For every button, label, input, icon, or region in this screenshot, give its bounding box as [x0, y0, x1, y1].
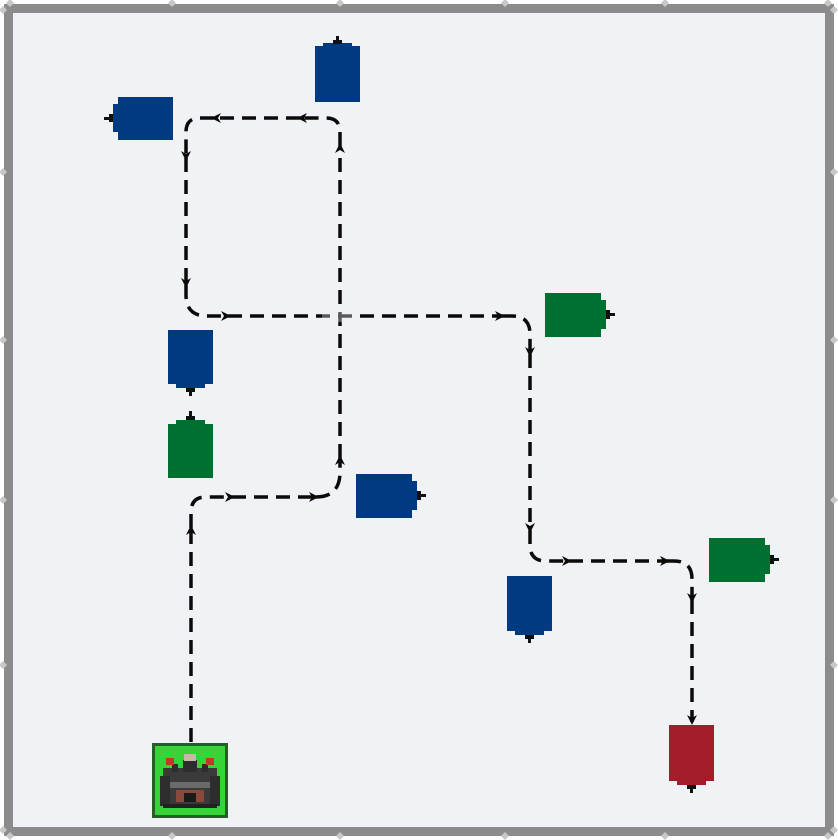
frame-stud — [168, 0, 176, 7]
frame-stud — [661, 832, 669, 840]
frame-stud — [0, 826, 7, 834]
board-surface — [13, 13, 825, 827]
frame-stud — [830, 496, 838, 504]
path-segment-8 — [181, 116, 214, 161]
frame-stud — [6, 0, 14, 7]
red-block-icon[interactable] — [669, 725, 714, 793]
frame-stud — [501, 0, 509, 7]
route-paths — [181, 113, 697, 742]
blue-block-icon[interactable] — [356, 474, 426, 518]
path-segment-2 — [189, 492, 235, 528]
frame-stud — [830, 336, 838, 344]
frame-stud — [6, 832, 14, 840]
frame-stud — [830, 6, 838, 14]
frame-stud — [824, 832, 832, 840]
frame-stud — [336, 832, 344, 840]
start-tile[interactable] — [152, 743, 228, 818]
green-block-icon[interactable] — [168, 411, 213, 478]
frame-stud — [661, 0, 669, 7]
path-segment-16 — [667, 559, 697, 603]
green-block-icon[interactable] — [545, 293, 615, 337]
blue-block-icon[interactable] — [507, 576, 552, 643]
frame-stud — [501, 832, 509, 840]
frame-stud — [168, 832, 176, 840]
frame-stud — [0, 168, 7, 176]
frame-stud — [830, 661, 838, 669]
frame-stud — [0, 661, 7, 669]
pieces — [104, 36, 779, 793]
green-block-icon[interactable] — [709, 538, 779, 582]
path-segment-6 — [297, 113, 342, 146]
path-segment-12 — [502, 314, 535, 357]
blue-block-icon[interactable] — [315, 36, 360, 102]
frame-stud — [0, 496, 7, 504]
path-segment-4 — [315, 455, 345, 499]
path-segment-14 — [528, 530, 572, 566]
blue-block-icon[interactable] — [104, 97, 173, 140]
blue-block-icon[interactable] — [168, 330, 213, 396]
castle-icon — [160, 754, 220, 808]
frame-stud — [830, 168, 838, 176]
frame-stud — [336, 0, 344, 7]
frame-stud — [0, 6, 7, 14]
frame-stud — [830, 826, 838, 834]
frame-stud — [0, 336, 7, 344]
path-segment-10 — [184, 285, 231, 321]
path-crossing — [322, 310, 358, 322]
frame-stud — [824, 0, 832, 7]
